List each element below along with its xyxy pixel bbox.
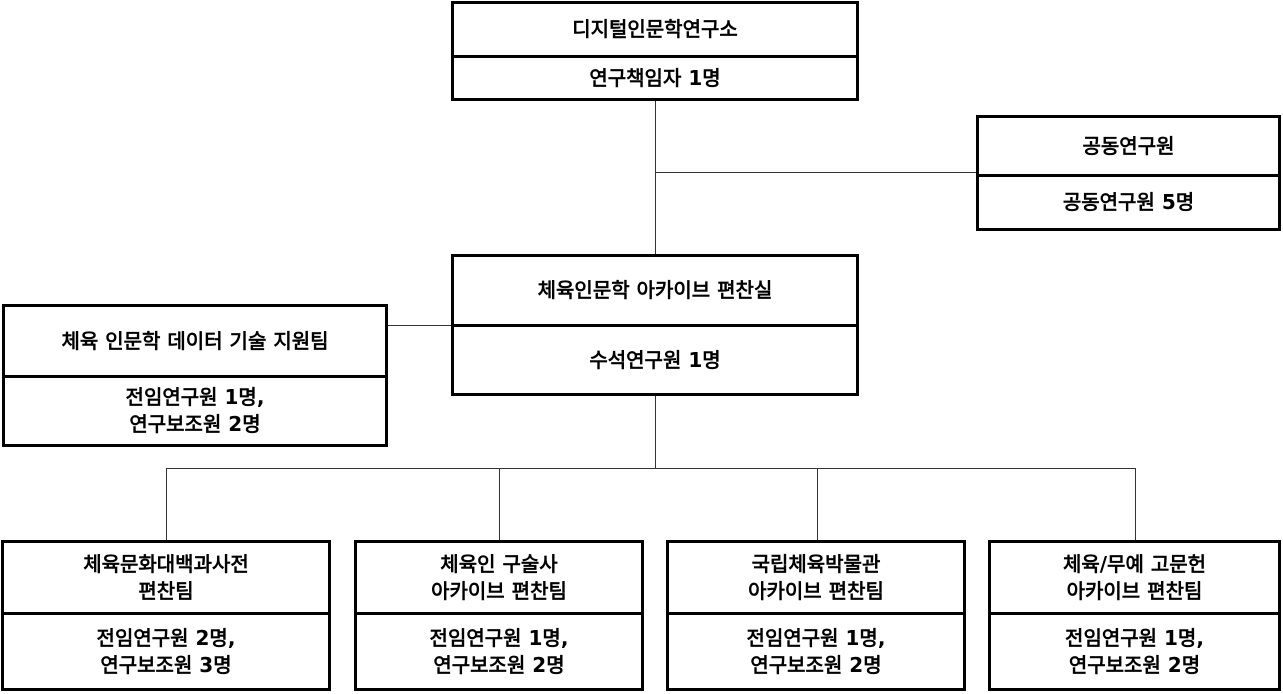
org-box-team-museum: 국립체육박물관 아카이브 편찬팀 전임연구원 1명, 연구보조원 2명 <box>666 540 966 691</box>
connector-team-3 <box>817 468 818 541</box>
org-box-team-oral-history: 체육인 구술사 아카이브 편찬팀 전임연구원 1명, 연구보조원 2명 <box>354 540 644 691</box>
org-box-title: 디지털인문학연구소 <box>454 4 856 58</box>
org-box-staff: 공동연구원 5명 <box>1062 190 1195 214</box>
connector-team-2 <box>499 468 500 541</box>
org-box-co-researchers: 공동연구원 공동연구원 5명 <box>976 115 1281 231</box>
org-box-title: 체육인문학 아카이브 편찬실 <box>454 257 856 327</box>
connector-co-researchers <box>655 172 977 173</box>
org-box-title: 체육인 구술사 아카이브 편찬팀 <box>357 543 641 615</box>
org-box-title: 체육문화대백과사전 편찬팀 <box>4 543 328 615</box>
connector-team-1 <box>166 468 167 541</box>
org-box-staff: 연구책임자 1명 <box>589 65 721 90</box>
org-box-title: 체육/무예 고문헌 아카이브 편찬팀 <box>991 543 1278 615</box>
connector-tech-support <box>387 325 451 326</box>
org-box-staff: 전임연구원 1명, 연구보조원 2명 <box>1065 625 1204 677</box>
org-box-team-old-documents: 체육/무예 고문헌 아카이브 편찬팀 전임연구원 1명, 연구보조원 2명 <box>988 540 1281 691</box>
connector-root-to-office <box>655 100 656 255</box>
org-box-staff: 전임연구원 1명, 연구보조원 2명 <box>746 625 886 677</box>
org-box-archive-office: 체육인문학 아카이브 편찬실 수석연구원 1명 <box>451 254 859 396</box>
org-box-title: 국립체육박물관 아카이브 편찬팀 <box>669 543 963 615</box>
org-box-title: 체육 인문학 데이터 기술 지원팀 <box>5 307 385 378</box>
connector-teams-bus <box>166 468 1136 469</box>
org-box-staff: 수석연구원 1명 <box>589 347 721 372</box>
connector-team-4 <box>1135 468 1136 541</box>
org-box-staff: 전임연구원 1명, 연구보조원 2명 <box>429 625 569 677</box>
org-box-tech-support: 체육 인문학 데이터 기술 지원팀 전임연구원 1명, 연구보조원 2명 <box>2 304 388 447</box>
org-box-team-encyclopedia: 체육문화대백과사전 편찬팀 전임연구원 2명, 연구보조원 3명 <box>1 540 331 691</box>
org-box-root: 디지털인문학연구소 연구책임자 1명 <box>451 1 859 101</box>
org-box-staff: 전임연구원 2명, 연구보조원 3명 <box>96 625 236 677</box>
org-box-staff: 전임연구원 1명, 연구보조원 2명 <box>125 385 265 436</box>
connector-office-to-teams <box>655 395 656 468</box>
org-box-title: 공동연구원 <box>979 118 1278 177</box>
